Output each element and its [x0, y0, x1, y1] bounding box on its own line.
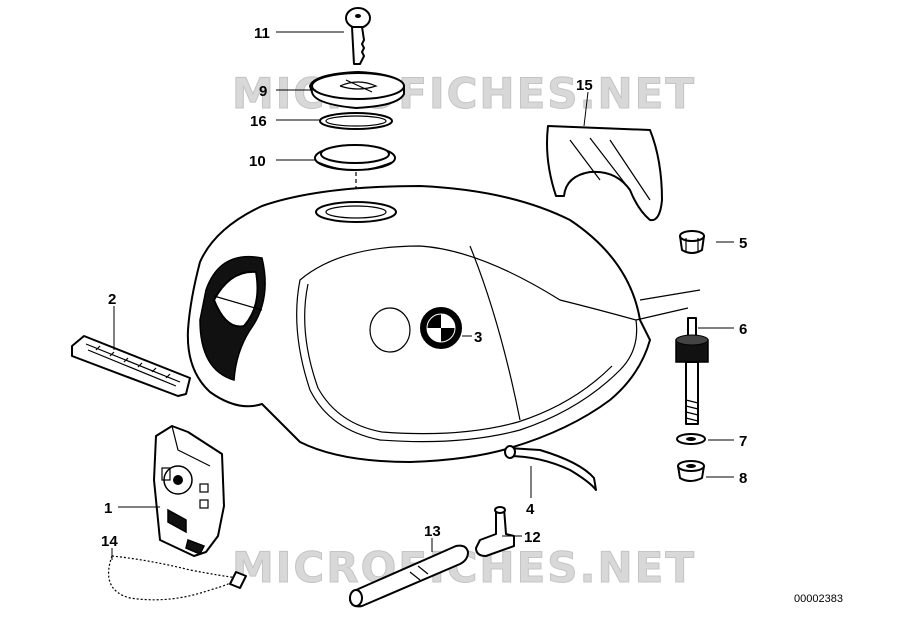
callout-2: 2: [108, 291, 116, 308]
watermark-top: MICROFICHES.NET: [232, 69, 696, 118]
badge-recess: [369, 307, 411, 353]
callout-4: 4: [526, 501, 535, 518]
callout-7: 7: [739, 433, 747, 450]
washer-part: [676, 433, 706, 445]
cap-nut-part: [679, 230, 705, 254]
callout-9: 9: [259, 83, 267, 100]
callout-11: 11: [254, 25, 270, 42]
drawing-number: 00002383: [794, 593, 843, 605]
callout-13: 13: [424, 523, 441, 540]
hose-part: [349, 544, 469, 608]
callout-10: 10: [249, 153, 266, 170]
callout-6: 6: [739, 321, 747, 338]
bracket-part: [153, 425, 225, 557]
callout-8: 8: [739, 470, 747, 487]
bayonet-ring-part: [314, 144, 396, 171]
leader-lines: [111, 31, 734, 560]
callout-15: 15: [576, 77, 593, 94]
callout-14: 14: [101, 533, 118, 550]
callout-3: 3: [474, 329, 482, 346]
knee-plate-part: [546, 125, 663, 222]
t-connector-part: [475, 506, 515, 557]
fuel-tank-part: [186, 185, 701, 463]
key-part: [345, 7, 371, 65]
fuel-hose-part: [504, 445, 597, 491]
callout-12: 12: [524, 529, 541, 546]
rubber-mount-part: [675, 317, 709, 425]
cable-tie-part: [108, 555, 247, 601]
hex-nut-part: [677, 460, 705, 482]
filler-cap-part: [309, 71, 405, 109]
emblem-badge-part: [420, 307, 462, 349]
callout-5: 5: [739, 235, 747, 252]
rubber-strip-part: [71, 335, 191, 397]
callout-16: 16: [250, 113, 267, 130]
callout-1: 1: [104, 500, 112, 517]
